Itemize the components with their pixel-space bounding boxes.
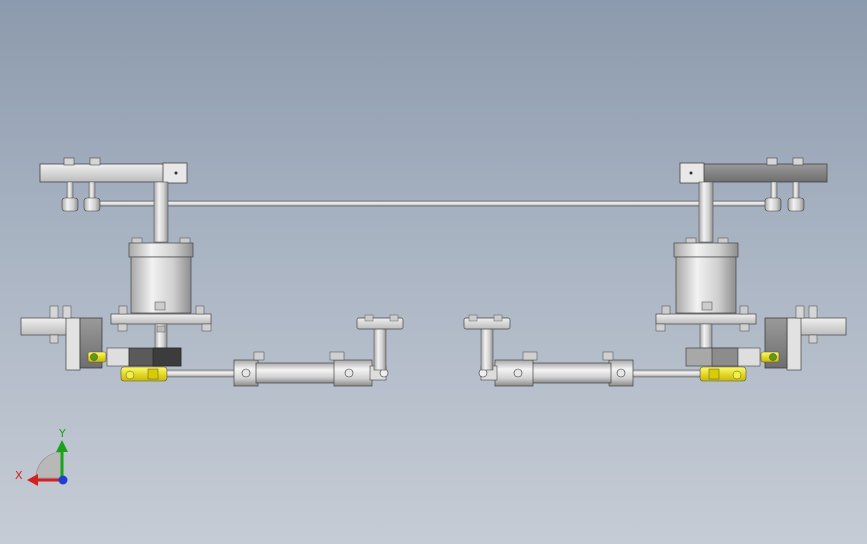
left-pneumatic-cylinder[interactable] [233, 351, 389, 387]
right-valve-block[interactable] [685, 347, 761, 367]
right-pneumatic-cylinder[interactable] [478, 351, 634, 387]
right-shaft[interactable] [698, 181, 714, 243]
right-piston-rod[interactable] [627, 369, 701, 378]
left-rotary-actuator[interactable] [110, 237, 212, 349]
left-arm-bolts [61, 157, 101, 212]
tie-rod[interactable] [89, 200, 781, 207]
z-axis-dot [58, 475, 68, 485]
y-axis-label: Y [58, 427, 66, 440]
left-assembly[interactable] [20, 157, 404, 387]
triad-quadrant [35, 451, 63, 479]
left-top-arm[interactable] [39, 162, 188, 184]
left-pivot-stem[interactable] [356, 314, 404, 371]
left-piston-rod[interactable] [166, 369, 240, 378]
left-valve-block[interactable] [106, 347, 182, 367]
right-assembly[interactable] [463, 157, 847, 387]
x-axis-arrowhead [27, 474, 38, 486]
right-pivot-stem[interactable] [463, 314, 511, 371]
right-arm-bolts [764, 157, 805, 212]
x-axis-label: X [15, 469, 23, 482]
left-mount-bracket[interactable] [20, 305, 103, 371]
left-fitting-yellow [87, 351, 168, 382]
y-axis-arrowhead [56, 440, 68, 452]
right-mount-bracket[interactable] [764, 305, 847, 371]
coordinate-triad[interactable]: Y X [15, 427, 68, 486]
left-shaft[interactable] [153, 181, 169, 243]
right-rotary-actuator[interactable] [655, 237, 757, 349]
right-top-arm[interactable] [679, 162, 828, 184]
